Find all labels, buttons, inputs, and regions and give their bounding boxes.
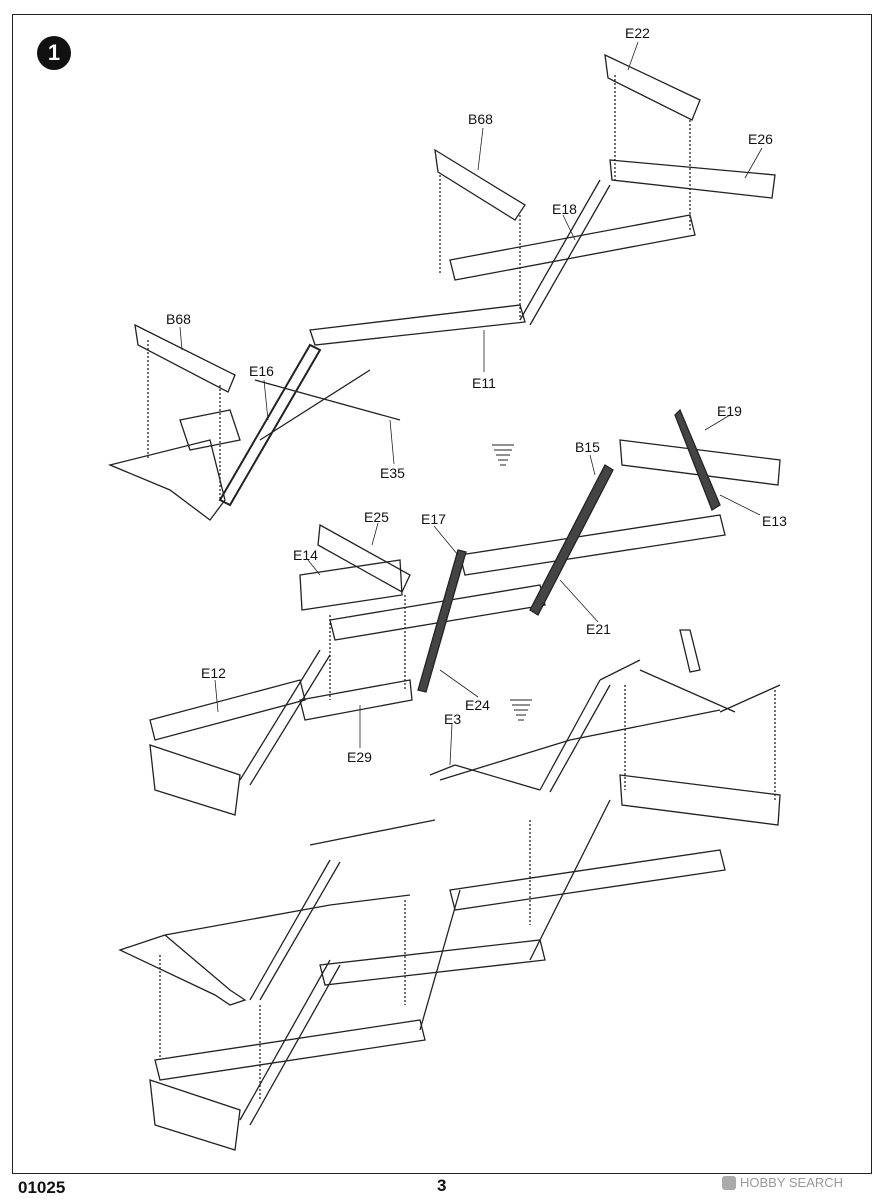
- watermark-text: HOBBY SEARCH: [740, 1175, 844, 1190]
- down-arrow-2: [510, 699, 532, 721]
- label-e11: E11: [472, 375, 496, 391]
- down-arrow-1: [492, 444, 514, 466]
- label-e18: E18: [552, 201, 577, 217]
- label-e19: E19: [717, 403, 742, 419]
- top-frame-assembly: [107, 53, 776, 521]
- label-b68-top: B68: [468, 111, 493, 127]
- label-e14: E14: [293, 547, 318, 563]
- label-e29: E29: [347, 749, 372, 765]
- middle-frame-assembly: [149, 408, 781, 816]
- step-number-badge: 1: [37, 36, 71, 70]
- label-e21: E21: [586, 621, 611, 637]
- label-e17: E17: [421, 511, 446, 527]
- label-e24: E24: [465, 697, 490, 713]
- hobby-search-logo-icon: [722, 1175, 736, 1190]
- label-b15: B15: [575, 439, 600, 455]
- label-e12: E12: [201, 665, 226, 681]
- label-e22: E22: [625, 25, 650, 41]
- label-e13: E13: [762, 513, 787, 529]
- catalog-number: 01025: [18, 1178, 66, 1197]
- label-e35: E35: [380, 465, 405, 481]
- bottom-frame-assembly: [118, 629, 781, 1151]
- watermark: HOBBY SEARCH: [722, 1175, 843, 1190]
- label-leaders: [179, 41, 763, 766]
- instruction-frame: [12, 14, 872, 1174]
- label-b68-left: B68: [166, 311, 191, 327]
- page-number: 3: [437, 1176, 447, 1195]
- label-e25: E25: [364, 509, 389, 525]
- label-e3: E3: [444, 711, 462, 727]
- label-e26: E26: [748, 131, 773, 147]
- label-e16: E16: [249, 363, 274, 379]
